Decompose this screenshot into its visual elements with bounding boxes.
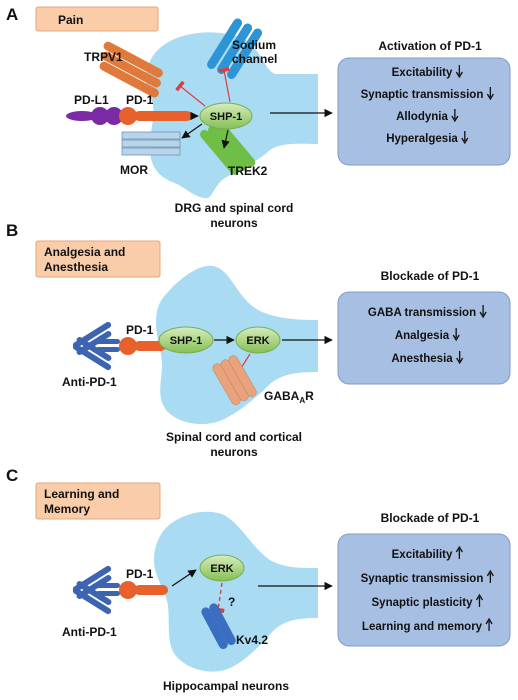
- effect-item: GABA transmission: [368, 307, 476, 319]
- condition-tag-label-line2: Memory: [44, 502, 90, 516]
- cell-caption: Spinal cord and cortical: [166, 430, 302, 444]
- effect-item: Excitability: [392, 67, 453, 79]
- erk-label: ERK: [210, 563, 233, 575]
- shp1-protein: [158, 326, 214, 354]
- mor-label: MOR: [120, 163, 148, 177]
- decrease-arrow-icon: [486, 87, 494, 101]
- panel-letter: C: [6, 466, 18, 485]
- question-mark: ?: [228, 595, 235, 609]
- effect-title: Blockade of PD-1: [381, 269, 480, 283]
- effect-item: Learning and memory: [362, 621, 483, 633]
- inhibit-kv42: [211, 582, 225, 614]
- decrease-arrow-icon: [479, 305, 487, 319]
- condition-tag: [35, 6, 159, 32]
- effect-item: Allodynia: [396, 111, 448, 123]
- effect-item: Synaptic transmission: [361, 89, 484, 101]
- increase-arrow-icon: [455, 545, 463, 559]
- effect-item: Excitability: [392, 549, 453, 561]
- trpv1-channel: [99, 41, 163, 98]
- condition-tag: [35, 482, 161, 520]
- effect-item: Hyperalgesia: [386, 133, 458, 145]
- effect-box: [337, 533, 511, 647]
- effect-item: Synaptic transmission: [361, 573, 484, 585]
- shp1-label: SHP-1: [210, 111, 242, 123]
- erk-protein: [199, 554, 245, 582]
- gaba-a-receptor: [212, 355, 257, 406]
- panel-letter: B: [6, 221, 18, 240]
- cell-caption-line2: neurons: [210, 216, 258, 230]
- anti-pd1-antibody: [72, 321, 120, 371]
- condition-tag-label: Analgesia and: [44, 245, 125, 259]
- gaba-label: GABAAR: [264, 389, 314, 405]
- pd1-receptor: [119, 107, 192, 125]
- anti-pd1-antibody: [72, 565, 120, 615]
- erk-label: ERK: [246, 335, 269, 347]
- shp1-protein: [199, 102, 253, 130]
- antibody-label: Anti-PD-1: [62, 625, 117, 639]
- decrease-arrow-icon: [461, 131, 469, 145]
- shp1-label: SHP-1: [170, 335, 202, 347]
- increase-arrow-icon: [485, 617, 493, 631]
- shp1-to-mor-arrow: [181, 123, 203, 139]
- pd1-label: PD-1: [126, 567, 154, 581]
- pd1-receptor: [119, 337, 166, 355]
- sodium-label-line2: channel: [232, 52, 277, 66]
- decrease-arrow-icon: [456, 351, 464, 365]
- condition-tag: [35, 240, 161, 278]
- sodium-channel: [207, 18, 263, 80]
- pd1-to-erk-arrow: [171, 569, 197, 587]
- panel-a: A Pain TRPV1 Sodium channel PD-L1: [6, 5, 511, 230]
- inhibit-trpv1: [175, 80, 206, 107]
- kv42-label: Kv4.2: [236, 633, 268, 647]
- panel-c: C Learning and Memory Anti-PD-1 PD-1 ERK…: [6, 466, 511, 693]
- decrease-arrow-icon: [451, 109, 459, 123]
- condition-tag-label: Learning and: [44, 487, 119, 501]
- cell-caption: DRG and spinal cord: [175, 201, 294, 215]
- shp1-to-trek2-arrow: [221, 129, 230, 149]
- panel-b: B Analgesia and Anesthesia Anti-PD-1 PD-…: [6, 221, 511, 459]
- kv42-channel: [201, 603, 236, 650]
- condition-tag-label: Pain: [58, 13, 83, 27]
- effect-item: Analgesia: [395, 330, 450, 342]
- cell-caption: Hippocampal neurons: [163, 679, 289, 693]
- effect-item: Synaptic plasticity: [372, 597, 474, 609]
- pd1-label: PD-1: [126, 93, 154, 107]
- increase-arrow-icon: [475, 593, 484, 607]
- cell-caption-line2: neurons: [210, 445, 258, 459]
- neuron-body: [154, 511, 318, 672]
- erk-protein: [235, 326, 281, 354]
- condition-tag-label-line2: Anesthesia: [44, 260, 108, 274]
- trpv1-label: TRPV1: [84, 50, 123, 64]
- decrease-arrow-icon: [452, 328, 460, 342]
- pdl1-label: PD-L1: [74, 93, 109, 107]
- inhibit-sodium: [218, 67, 231, 103]
- effect-title: Blockade of PD-1: [381, 511, 480, 525]
- increase-arrow-icon: [486, 569, 494, 583]
- effect-item: Anesthesia: [391, 353, 453, 365]
- pd1-label: PD-1: [126, 323, 154, 337]
- pdl1-ligand: [66, 107, 123, 125]
- effect-box: [337, 291, 511, 385]
- mor-receptor: [121, 131, 181, 156]
- panel-letter: A: [6, 5, 18, 24]
- pd1-receptor: [119, 581, 168, 599]
- decrease-arrow-icon: [455, 65, 463, 79]
- antibody-label: Anti-PD-1: [62, 375, 117, 389]
- trek2-label: TREK2: [228, 164, 268, 178]
- sodium-label: Sodium: [232, 38, 276, 52]
- effect-title: Activation of PD-1: [378, 39, 482, 53]
